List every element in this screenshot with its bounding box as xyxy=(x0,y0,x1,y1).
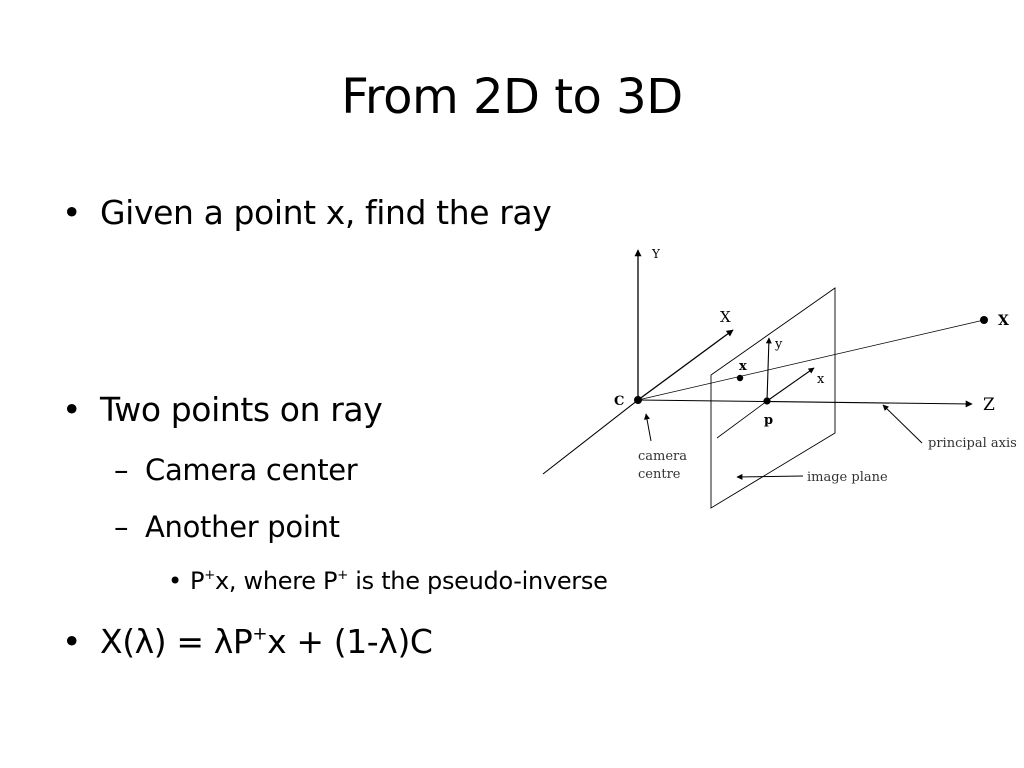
image-plane-pointer xyxy=(736,473,804,480)
principal-axis xyxy=(637,399,973,408)
label-axis-Z: Z xyxy=(983,395,995,415)
bullet-marker: • xyxy=(168,567,182,595)
label-image-x-axis: x xyxy=(817,372,825,387)
image-x-axis xyxy=(766,367,815,402)
image-x-axis-back xyxy=(716,400,768,439)
world-x-axis-back xyxy=(542,399,639,475)
world-point-X xyxy=(980,316,988,324)
image-y-axis xyxy=(765,337,772,402)
label-image-y-axis: y xyxy=(774,337,783,352)
bullet-given-point: Given a point x, find the ray xyxy=(100,193,552,232)
label-camera-centre-line1: camera xyxy=(638,449,687,464)
dash-marker: – xyxy=(114,453,129,487)
image-point-x xyxy=(736,374,744,382)
label-image-x: x xyxy=(739,359,747,374)
principal-point xyxy=(763,397,771,405)
label-camera-centre-line2: centre xyxy=(638,467,681,482)
label-point-C: C xyxy=(614,394,624,409)
label-axis-Y: Y xyxy=(651,247,661,261)
bullet-marker: • xyxy=(62,390,82,429)
image-plane xyxy=(710,287,836,509)
bullet-two-points: Two points on ray xyxy=(100,390,383,429)
principal-axis-pointer xyxy=(882,404,923,444)
camera-centre-pointer xyxy=(644,413,652,442)
bullet-ray-equation: X(λ) = λP+x + (1-λ)C xyxy=(100,622,433,661)
label-point-X: X xyxy=(998,313,1009,329)
slide-title: From 2D to 3D xyxy=(341,69,683,125)
camera-centre-point xyxy=(634,396,642,404)
sub-sub-bullet-pseudo-inverse: P+x, where P+ is the pseudo-inverse xyxy=(190,567,608,595)
label-principal-axis: principal axis xyxy=(928,436,1017,451)
sub-bullet-another-point: Another point xyxy=(145,510,340,544)
dash-marker: – xyxy=(114,510,129,544)
projection-ray xyxy=(637,319,985,401)
label-point-p: p xyxy=(764,413,773,428)
bullet-marker: • xyxy=(62,193,82,232)
label-image-plane: image plane xyxy=(807,470,888,485)
world-x-axis xyxy=(637,329,734,401)
bullet-marker: • xyxy=(62,622,82,661)
sub-bullet-camera-center: Camera center xyxy=(145,453,358,487)
label-axis-X: X xyxy=(720,308,731,326)
